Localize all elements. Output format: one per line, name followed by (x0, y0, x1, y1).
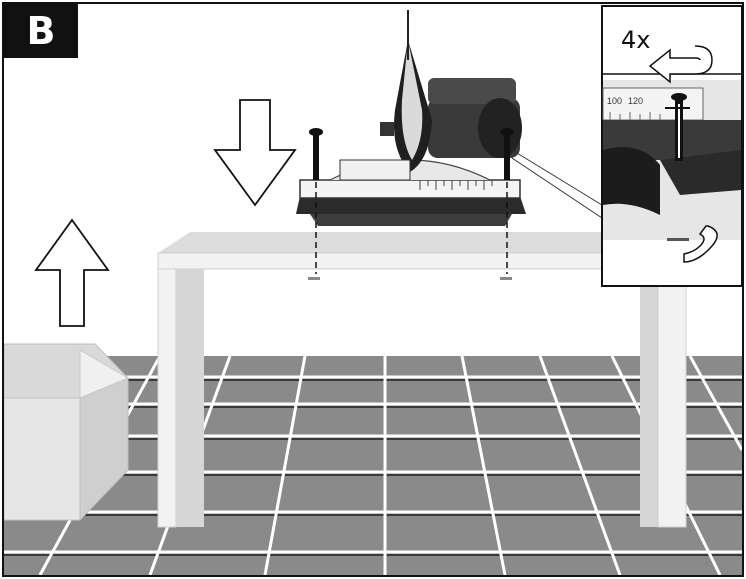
panel-label-b (4, 4, 78, 58)
scale-mark-120: 120 (628, 96, 644, 106)
detail-inset (601, 5, 743, 287)
mitre-saw (296, 10, 526, 226)
arrow-down-icon (213, 99, 297, 207)
rotate-counterclockwise-icon (648, 45, 713, 84)
rotate-clockwise-icon (683, 225, 718, 263)
panel-label-text: B (26, 9, 56, 53)
cardboard-box (3, 343, 130, 522)
repeat-count-label: 4x (621, 26, 651, 54)
scale-mark-100: 100 (607, 96, 623, 106)
mounting-bolts (309, 128, 603, 274)
arrow-up-icon (34, 218, 110, 327)
workbench-table (157, 232, 687, 528)
